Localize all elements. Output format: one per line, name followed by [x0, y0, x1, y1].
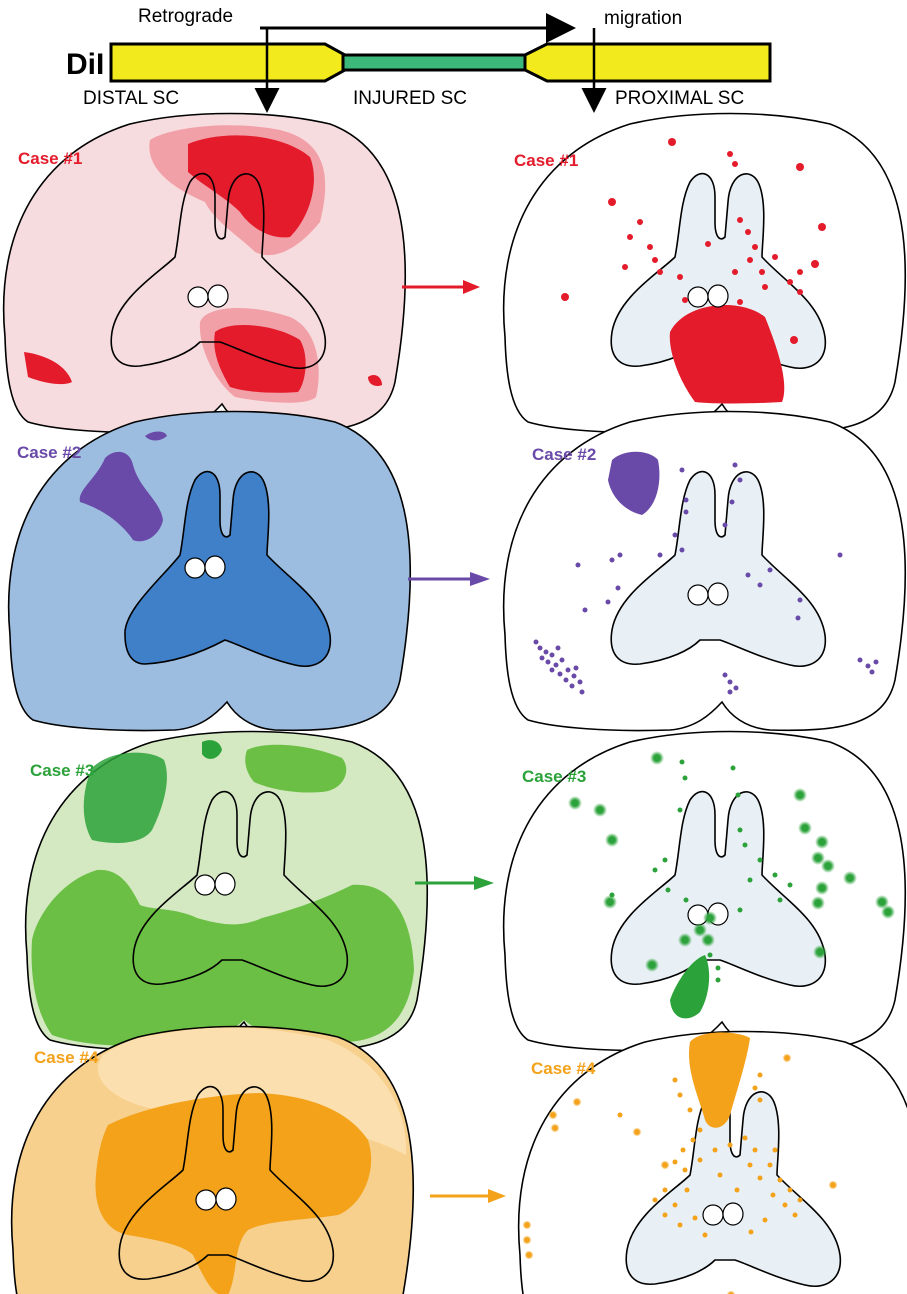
case-2-proximal-section: Case #2 [504, 412, 906, 731]
case-3-distal-section: Case #3 [26, 732, 428, 1051]
case-2-arrow-head [470, 572, 490, 586]
case-1-row: Case #1 Case #1 [4, 114, 906, 433]
retrograde-label: Retrograde [138, 6, 233, 27]
case-4-arrow-head [488, 1189, 506, 1203]
migration-label: migration [604, 8, 682, 29]
header-diagram: DiI Retrograde migration DISTAL SC INJUR… [66, 6, 770, 109]
dil-label: DiI [66, 48, 104, 81]
case-4-proximal-section: Case #4 [519, 1032, 907, 1294]
proximal-sc-label: PROXIMAL SC [615, 88, 744, 109]
case-2-row: Case #2 [9, 412, 906, 731]
case-3-distal-label: Case #3 [30, 761, 94, 780]
case-4-row: Case #4 [12, 1027, 907, 1294]
distal-cord-segment [111, 44, 345, 81]
case-1-proximal-label: Case #1 [514, 151, 578, 170]
case-2-distal-section: Case #2 [9, 412, 411, 731]
case-1-distal-label: Case #1 [18, 149, 82, 168]
case-3-arrow-head [474, 876, 494, 890]
distal-sc-label: DISTAL SC [83, 88, 179, 109]
case-1-distal-section: Case #1 [4, 114, 406, 433]
proximal-cord-segment [525, 44, 770, 81]
case-4-distal-label: Case #4 [34, 1048, 99, 1067]
case-3-proximal-section: Case #3 [504, 732, 906, 1051]
case-2-distal-label: Case #2 [17, 443, 81, 462]
injured-sc-label: INJURED SC [353, 88, 467, 109]
case-3-proximal-label: Case #3 [522, 767, 586, 786]
case-1-proximal-section: Case #1 [504, 114, 906, 433]
injured-cord-segment [343, 55, 527, 70]
case-2-proximal-label: Case #2 [532, 445, 596, 464]
case-4-proximal-label: Case #4 [531, 1059, 596, 1078]
case-1-arrow-head [463, 280, 480, 294]
case-3-row: Case #3 [26, 732, 906, 1051]
case-4-distal-section: Case #4 [12, 1027, 414, 1294]
